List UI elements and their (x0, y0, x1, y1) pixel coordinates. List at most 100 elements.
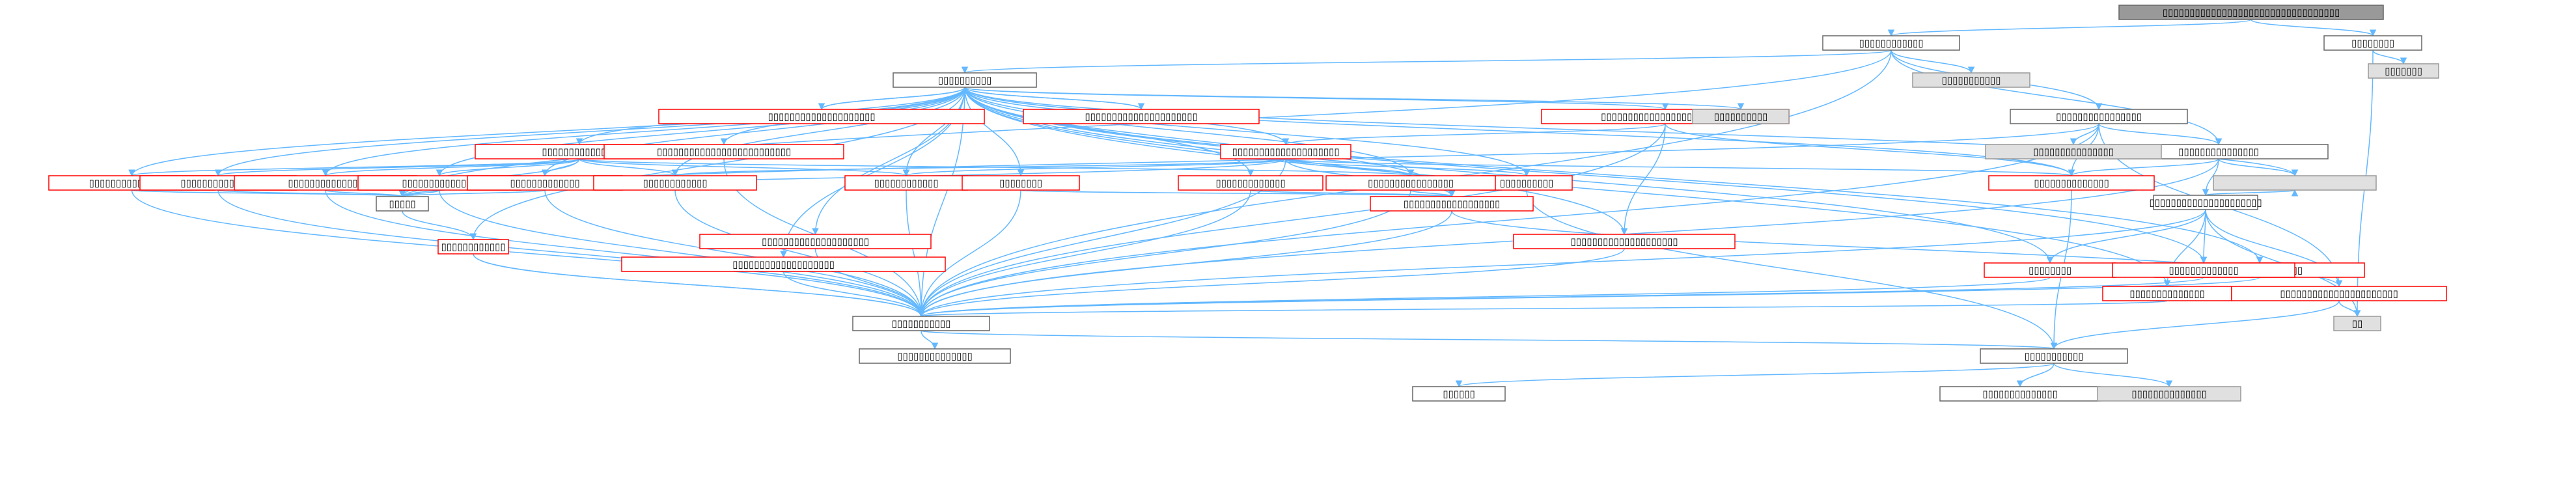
edge-path (1620, 123, 1666, 236)
graph-node-r5[interactable]: ▯▯▯▯▯▯▯▯▯▯▯▯▯▯▯▯▯▯▯▯ (1220, 144, 1351, 159)
dependency-edge-root-b (2251, 19, 2377, 37)
graph-node-a1[interactable]: ▯▯▯▯▯▯▯▯▯▯▯ (1912, 72, 2030, 88)
node-label: ▯▯ (2352, 318, 2363, 329)
graph-node-a[interactable]: ▯▯▯▯▯▯▯▯▯▯▯▯ (1822, 35, 1960, 51)
graph-node-b[interactable]: ▯▯▯▯▯▯▯▯ (2323, 35, 2422, 51)
edge-path (917, 189, 1021, 318)
edge-path (128, 87, 965, 177)
graph-node-r13[interactable]: ▯▯▯▯▯▯▯▯▯▯▯▯ (593, 175, 757, 191)
dependency-edge-a-e (1890, 49, 2223, 146)
graph-node-r22[interactable]: ▯▯▯▯▯▯▯▯▯▯▯▯▯▯▯▯▯▯▯ (621, 256, 946, 272)
graph-node-m[interactable]: ▯▯▯▯▯▯▯▯▯▯▯▯▯▯ (1939, 386, 2101, 402)
edge-path (671, 87, 965, 177)
node-label: ▯▯▯▯▯▯▯▯▯▯▯▯▯▯▯▯▯▯▯▯ (762, 236, 869, 247)
node-box (2231, 286, 2447, 301)
dependency-edge-g-r23 (402, 210, 477, 241)
edge-path (906, 189, 925, 318)
graph-node-n[interactable]: ▯▯▯▯▯▯▯▯▯▯▯▯▯▯ (2097, 386, 2241, 402)
graph-node-d[interactable]: ▯▯▯▯▯▯▯▯▯▯▯▯▯▯▯▯ (2010, 109, 2188, 124)
dependency-edge-r1-r19 (1620, 123, 1666, 236)
dependency-edge-r23-h (473, 253, 925, 318)
node-label: ▯▯▯▯▯▯▯▯▯▯▯▯▯ (1215, 177, 1285, 189)
graph-node-r16[interactable]: ▯▯▯▯▯▯▯▯▯▯▯▯▯ (1178, 175, 1323, 191)
graph-node-r12[interactable]: ▯▯▯▯▯▯▯▯▯▯▯▯▯ (467, 175, 623, 191)
dependency-edge-c-r7 (128, 87, 965, 177)
edge-path (903, 158, 1286, 177)
edge-path (2050, 300, 2340, 350)
node-box (1325, 175, 1496, 191)
dependency-edge-r10-r8 (215, 158, 580, 177)
edge-path (215, 158, 580, 177)
edge-path (1890, 49, 2223, 146)
dependency-edge-r6-i (1526, 189, 2058, 350)
graph-node-r15[interactable]: ▯▯▯▯▯▯▯▯▯▯▯▯▯▯▯▯ (1325, 175, 1496, 191)
graph-node-r19[interactable]: ▯▯▯▯▯▯▯▯▯▯▯▯▯▯▯▯▯▯▯▯ (1513, 234, 1736, 249)
graph-node-f1[interactable] (2213, 175, 2377, 191)
node-label: ▯▯▯▯▯▯▯▯▯▯▯▯ (1859, 37, 1923, 49)
node-box (1692, 109, 1790, 124)
dependency-edge-c-h (917, 87, 965, 318)
dependency-edge-i-n (2053, 363, 2173, 388)
dependency-edge-r19-h (917, 248, 1625, 318)
graph-node-r4[interactable]: ▯▯▯▯▯▯▯▯▯▯▯▯▯▯ (1988, 175, 2155, 191)
graph-node-r26[interactable]: ▯▯▯▯▯▯▯▯▯▯▯▯▯ (2112, 262, 2295, 278)
node-label: ▯▯▯▯▯▯▯▯▯▯▯▯▯▯ (897, 350, 973, 362)
dependency-edge-r10-r7 (128, 158, 580, 177)
graph-node-h[interactable]: ▯▯▯▯▯▯▯▯▯▯▯ (852, 316, 990, 331)
node-box (658, 109, 985, 124)
dependency-edge-r15-h (917, 189, 1411, 318)
edge-path (1282, 123, 1666, 146)
edge-path (2016, 363, 2055, 388)
edge-path (1890, 49, 1975, 74)
node-box (1513, 234, 1736, 249)
dependency-edge-r5-r15 (1285, 158, 1415, 177)
node-label: ▯▯▯▯▯▯▯▯▯▯▯▯ (643, 177, 707, 189)
graph-node-c[interactable]: ▯▯▯▯▯▯▯▯▯▯ (893, 72, 1037, 88)
graph-node-r24[interactable]: ▯▯▯▯▯▯▯▯▯▯▯▯▯▯▯▯▯▯ (1370, 196, 1534, 212)
node-label: ▯▯▯▯▯▯▯▯ (999, 177, 1042, 189)
graph-node-r21[interactable]: ▯▯▯▯▯▯▯▯▯▯▯▯▯▯▯▯▯▯▯▯ (699, 234, 932, 249)
graph-node-k[interactable]: ▯▯▯▯▯▯ (1412, 386, 1506, 402)
dependency-edge-f-r25 (2046, 209, 2206, 264)
node-box (2118, 5, 2384, 20)
graph-node-r17[interactable]: ▯▯▯▯▯▯▯▯ (962, 175, 1080, 191)
graph-node-r2[interactable]: ▯▯▯▯▯▯▯▯▯▯▯▯▯▯▯▯▯▯▯▯▯ (1023, 109, 1260, 124)
graph-node-e1[interactable]: ▯▯▯▯▯▯▯▯▯▯▯▯▯▯▯ (1985, 144, 2162, 159)
node-box (2323, 35, 2422, 51)
dependency-edge-c-r11 (436, 87, 965, 177)
graph-node-r14[interactable]: ▯▯▯▯▯▯▯▯▯▯▯▯ (844, 175, 968, 191)
node-label: ▯▯▯▯▯▯▯▯▯▯▯▯▯▯▯▯▯▯ (1404, 198, 1501, 210)
node-box (437, 239, 509, 255)
graph-node-r3[interactable]: ▯▯▯▯▯▯▯▯▯▯▯▯▯▯▯▯▯▯▯▯ (658, 109, 985, 124)
graph-node-r25[interactable]: ▯▯▯▯▯▯▯▯ (1984, 262, 2116, 278)
node-label: ▯▯▯▯▯▯▯▯▯▯▯ (2025, 350, 2084, 362)
graph-node-r28[interactable]: ▯▯▯▯▯▯▯▯▯▯▯▯▯▯▯▯▯▯▯▯▯▯ (2231, 286, 2447, 301)
dependency-edge-c-c1 (964, 87, 1744, 111)
dependency-edge-r3-c (821, 86, 969, 110)
node-box (1822, 35, 1960, 51)
graph-node-r20[interactable]: ▯▯▯▯▯▯▯▯▯▯▯▯▯▯▯▯▯▯▯▯▯▯▯▯▯ (603, 144, 844, 159)
graph-node-f[interactable]: ▯▯▯▯▯▯▯▯▯▯▯▯▯▯▯▯▯▯▯▯▯ (2149, 195, 2262, 210)
dependency-edge-b-b1 (2372, 49, 2407, 65)
node-box (962, 175, 1080, 191)
graph-node-root[interactable]: ▯▯▯▯▯▯▯▯▯▯▯▯▯▯▯▯▯▯▯▯▯▯▯▯▯▯▯▯▯▯▯▯▯ (2118, 5, 2384, 20)
node-box (1023, 109, 1260, 124)
graph-node-g[interactable]: ▯▯▯▯▯ (376, 196, 429, 212)
dependency-edge-c-r19 (964, 87, 1628, 236)
node-label: ▯▯▯▯▯▯▯▯▯▯ (1714, 111, 1768, 122)
node-box (1985, 144, 2162, 159)
graph-node-j[interactable]: ▯▯▯▯▯▯▯▯▯▯▯▯▯▯ (859, 348, 1011, 364)
graph-node-c1[interactable]: ▯▯▯▯▯▯▯▯▯▯ (1692, 109, 1790, 124)
node-label: ▯▯▯▯▯▯▯▯▯▯▯▯▯▯ (1982, 388, 2058, 400)
node-box (1370, 196, 1534, 212)
graph-node-e[interactable]: ▯▯▯▯▯▯▯▯▯▯▯▯▯▯▯ (2109, 144, 2329, 159)
edge-path (2251, 19, 2377, 37)
node-label: ▯▯▯▯▯▯▯▯▯▯▯▯▯▯▯▯▯▯▯▯▯▯▯▯▯▯▯▯▯▯▯▯▯ (2163, 7, 2340, 18)
graph-node-r23[interactable]: ▯▯▯▯▯▯▯▯▯▯▯▯ (437, 239, 509, 255)
edge-path (2338, 300, 2361, 318)
dependency-edge-r22-h (782, 271, 925, 318)
graph-node-i[interactable]: ▯▯▯▯▯▯▯▯▯▯▯ (1980, 348, 2128, 364)
graph-node-l[interactable]: ▯▯ (2333, 316, 2381, 331)
graph-node-r27[interactable]: ▯▯▯▯▯▯▯▯▯▯▯▯▯▯ (2102, 286, 2232, 301)
graph-node-b1[interactable]: ▯▯▯▯▯▯▯ (2368, 63, 2439, 79)
